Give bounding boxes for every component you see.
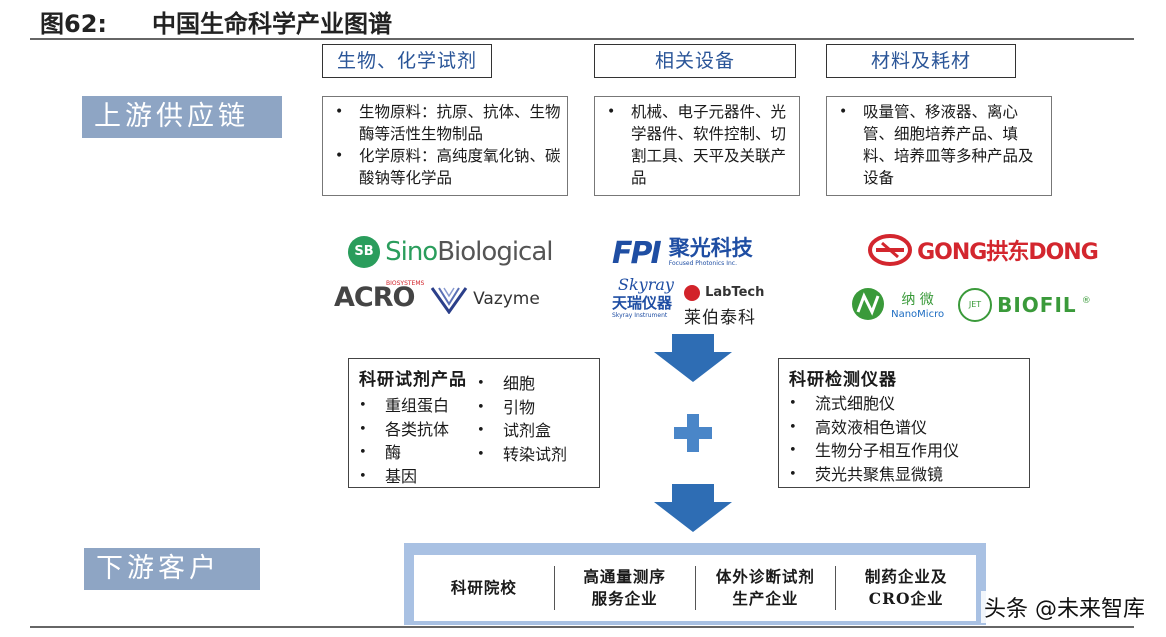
gongdong-mark-icon [868, 234, 912, 266]
nanomicro-cn: 纳 微 [901, 291, 934, 308]
customer-pharma-cro: 制药企业及 CRO企业 [835, 566, 976, 610]
list-item: 流式细胞仪 [789, 392, 1019, 416]
customer-line: 生产企业 [732, 589, 799, 608]
vazyme-text: Vazyme [473, 289, 540, 309]
customer-line: CRO企业 [868, 589, 944, 608]
bottom-divider [30, 626, 1134, 628]
gongdong-text: GONG拱东DONG [917, 240, 1099, 265]
biofil-text: BIOFIL [997, 293, 1077, 317]
reagent-products-box: 科研试剂产品 重组蛋白 各类抗体 酶 基因 细胞 引物 试剂盒 转染试剂 [348, 358, 600, 488]
stage-label-downstream: 下游客户 [84, 548, 260, 590]
top-divider [30, 38, 1134, 40]
list-item: 酶 [359, 441, 471, 465]
logo-gongdong: GONG拱东DONG [868, 234, 1099, 266]
skyray-script: Skyray [618, 275, 674, 294]
watermark: 头条 @未来智库 [981, 591, 1148, 623]
acro-text: ACRO [334, 282, 415, 313]
list-item: 化学原料：高纯度氧化钠、碳酸钠等化学品 [331, 145, 561, 189]
vazyme-mark-icon [430, 287, 468, 315]
category-title-reagents: 生物、化学试剂 [322, 44, 492, 78]
instruments-box: 科研检测仪器 流式细胞仪 高效液相色谱仪 生物分子相互作用仪 荧光共聚焦显微镜 [778, 358, 1030, 488]
figure-number: 图62: [40, 10, 107, 38]
instruments-title: 科研检测仪器 [789, 370, 897, 390]
biological-text: Biological [437, 237, 553, 267]
customer-line: 科研院校 [450, 578, 517, 597]
skyray-en: Skyray Instrument [612, 312, 668, 319]
logo-acro: BIOSYSTEMS ACRO [334, 280, 424, 313]
stage-label-upstream: 上游供应链 [82, 96, 282, 138]
arrow-down-icon [654, 484, 732, 532]
logo-vazyme: Vazyme [430, 284, 540, 315]
list-item: 引物 [477, 396, 589, 420]
customer-sequencing-services: 高通量测序 服务企业 [553, 566, 695, 610]
customer-ivd-makers: 体外诊断试剂 生产企业 [694, 566, 836, 610]
sino-text: Sino [385, 237, 438, 267]
biofil-reg: ® [1081, 296, 1091, 307]
list-item: 重组蛋白 [359, 394, 471, 418]
plus-icon [674, 414, 712, 452]
fpi-cn: 聚光科技 [668, 236, 753, 260]
reagent-products-title: 科研试剂产品 [359, 370, 467, 390]
biofil-mark-icon: JET [958, 288, 992, 322]
list-item: 生物原料：抗原、抗体、生物酶等活性生物制品 [331, 101, 561, 145]
list-item: 荧光共聚焦显微镜 [789, 463, 1019, 487]
list-item: 各类抗体 [359, 418, 471, 442]
arrow-down-icon [654, 334, 732, 382]
list-item: 转染试剂 [477, 443, 589, 467]
list-item: 高效液相色谱仪 [789, 416, 1019, 440]
fpi-en: Focused Photonics Inc. [668, 260, 737, 267]
reagents-bullet-box: 生物原料：抗原、抗体、生物酶等活性生物制品 化学原料：高纯度氧化钠、碳酸钠等化学… [322, 96, 568, 196]
skyray-cn: 天瑞仪器 [612, 294, 673, 312]
equipment-bullet-box: 机械、电子元器件、光学器件、软件控制、切割工具、天平及关联产品 [594, 96, 800, 196]
list-item: 生物分子相互作用仪 [789, 439, 1019, 463]
consumables-bullet-box: 吸量管、移液器、离心管、细胞培养产品、填料、培养皿等多种产品及设备 [826, 96, 1052, 196]
nanomicro-en: NanoMicro [891, 308, 945, 320]
customer-line: 高通量测序 [583, 567, 666, 586]
category-title-consumables: 材料及耗材 [826, 44, 1016, 78]
labtech-text: LabTech [705, 285, 765, 300]
customer-line: 体外诊断试剂 [715, 567, 815, 586]
logo-nanomicro: 纳 微 NanoMicro [850, 286, 944, 322]
logo-labtech: LabTech 莱伯泰科 [684, 282, 764, 328]
list-item: 试剂盒 [477, 419, 589, 443]
figure-title-text: 中国生命科学产业图谱 [152, 10, 392, 38]
labtech-cn: 莱伯泰科 [684, 308, 756, 328]
category-title-equipment: 相关设备 [594, 44, 796, 78]
labtech-mark-icon [684, 284, 700, 301]
customer-panel: 科研院校 高通量测序 服务企业 体外诊断试剂 生产企业 制药企业及 CRO企业 [414, 555, 976, 621]
acro-small-text: BIOSYSTEMS [386, 280, 425, 287]
logo-skyray: Skyray 天瑞仪器 Skyray Instrument [612, 275, 674, 320]
customer-line: 服务企业 [591, 589, 658, 608]
figure-title: 图62: 中国生命科学产业图谱 [40, 4, 392, 39]
list-item: 吸量管、移液器、离心管、细胞培养产品、填料、培养皿等多种产品及设备 [835, 101, 1045, 189]
list-item: 基因 [359, 465, 471, 489]
logo-biofil: JET BIOFIL ® [958, 288, 1091, 322]
logo-sino-biological: SB SinoBiological [348, 236, 554, 268]
fpi-mark: FPI [612, 236, 662, 271]
nanomicro-mark-icon [852, 288, 884, 320]
customer-research-institutes: 科研院校 [414, 577, 554, 599]
customer-line: 制药企业及 [864, 567, 948, 586]
sino-biological-mark-icon: SB [348, 236, 380, 268]
list-item: 机械、电子元器件、光学器件、软件控制、切割工具、天平及关联产品 [603, 101, 793, 189]
list-item: 细胞 [477, 372, 589, 396]
logo-fpi: FPI 聚光科技 Focused Photonics Inc. [612, 236, 753, 271]
